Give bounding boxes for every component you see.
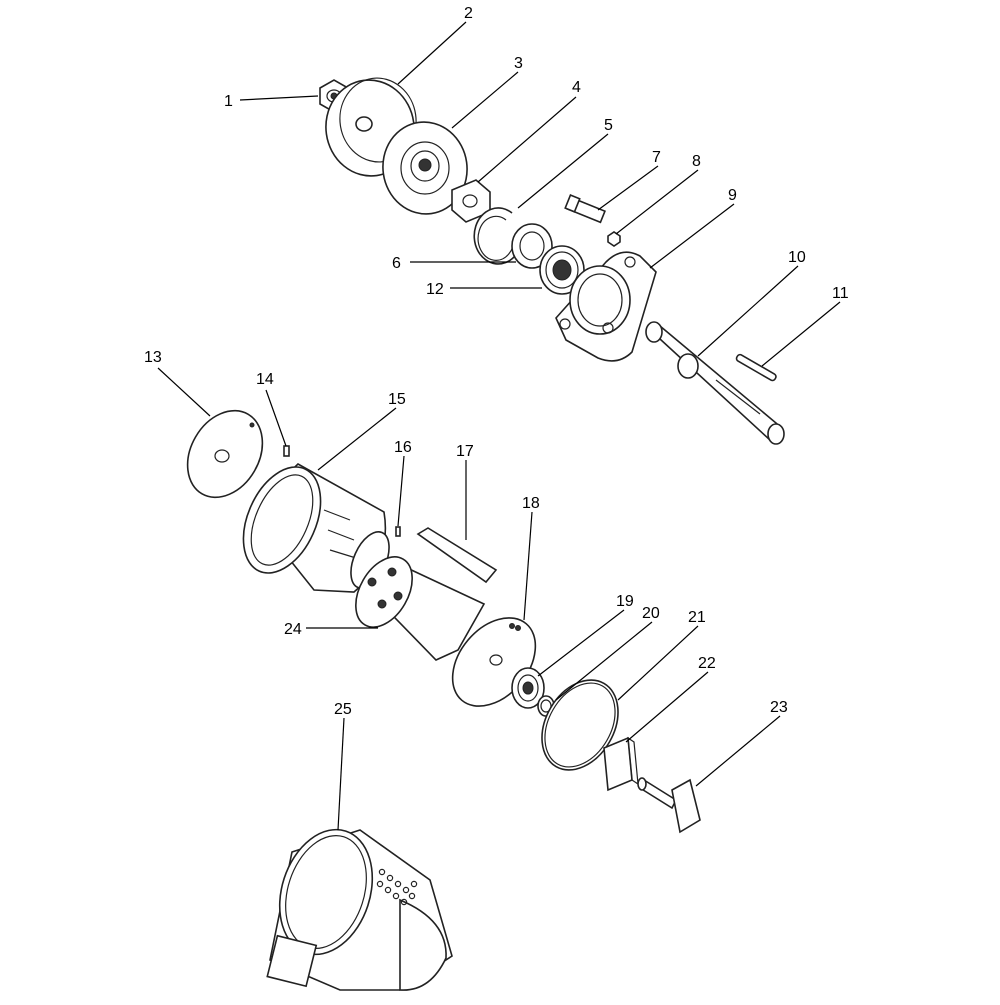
part-flange-disc xyxy=(382,121,468,215)
callout-5: 5 xyxy=(604,117,613,134)
callout-10: 10 xyxy=(788,249,806,266)
vent-holes xyxy=(376,868,418,906)
part-rotor xyxy=(355,556,486,661)
part-washer xyxy=(511,223,553,269)
part-valve xyxy=(637,777,701,834)
callout-1: 1 xyxy=(224,93,233,110)
part-bracket xyxy=(603,736,639,792)
callout-17: 17 xyxy=(456,443,474,460)
callout-24: 24 xyxy=(284,621,302,638)
callout-13: 13 xyxy=(144,349,162,366)
part-vane xyxy=(416,527,498,584)
part-dowel-pin xyxy=(283,445,290,457)
callout-15: 15 xyxy=(388,391,406,408)
part-o-ring xyxy=(541,679,619,771)
part-bearing-housing xyxy=(555,251,657,362)
callout-11: 11 xyxy=(832,285,849,302)
callout-2: 2 xyxy=(464,5,473,22)
leader-lines xyxy=(157,21,841,831)
callout-14: 14 xyxy=(256,371,274,388)
callout-22: 22 xyxy=(698,655,716,672)
part-motor-housing xyxy=(266,828,453,991)
part-end-plate xyxy=(186,409,264,499)
callout-6: 6 xyxy=(392,255,401,272)
callout-labels: 1 2 3 4 5 6 7 8 9 10 11 12 13 14 15 16 1… xyxy=(144,5,849,718)
part-bearing-upper xyxy=(539,245,585,295)
callout-16: 16 xyxy=(394,439,412,456)
part-small-nut xyxy=(607,231,621,247)
callout-4: 4 xyxy=(572,79,581,96)
callout-25: 25 xyxy=(334,701,352,718)
callout-7: 7 xyxy=(652,149,661,166)
part-shaft xyxy=(645,321,785,445)
callout-3: 3 xyxy=(514,55,523,72)
callout-12: 12 xyxy=(426,281,444,298)
callout-23: 23 xyxy=(770,699,788,716)
part-bearing-lower xyxy=(511,667,545,709)
callout-18: 18 xyxy=(522,495,540,512)
callout-21: 21 xyxy=(688,609,706,626)
callout-9: 9 xyxy=(728,187,737,204)
part-key xyxy=(735,353,777,382)
part-small-pin xyxy=(395,526,401,537)
callout-19: 19 xyxy=(616,593,634,610)
callout-20: 20 xyxy=(642,605,660,622)
callout-8: 8 xyxy=(692,153,701,170)
part-bolt xyxy=(564,194,606,224)
